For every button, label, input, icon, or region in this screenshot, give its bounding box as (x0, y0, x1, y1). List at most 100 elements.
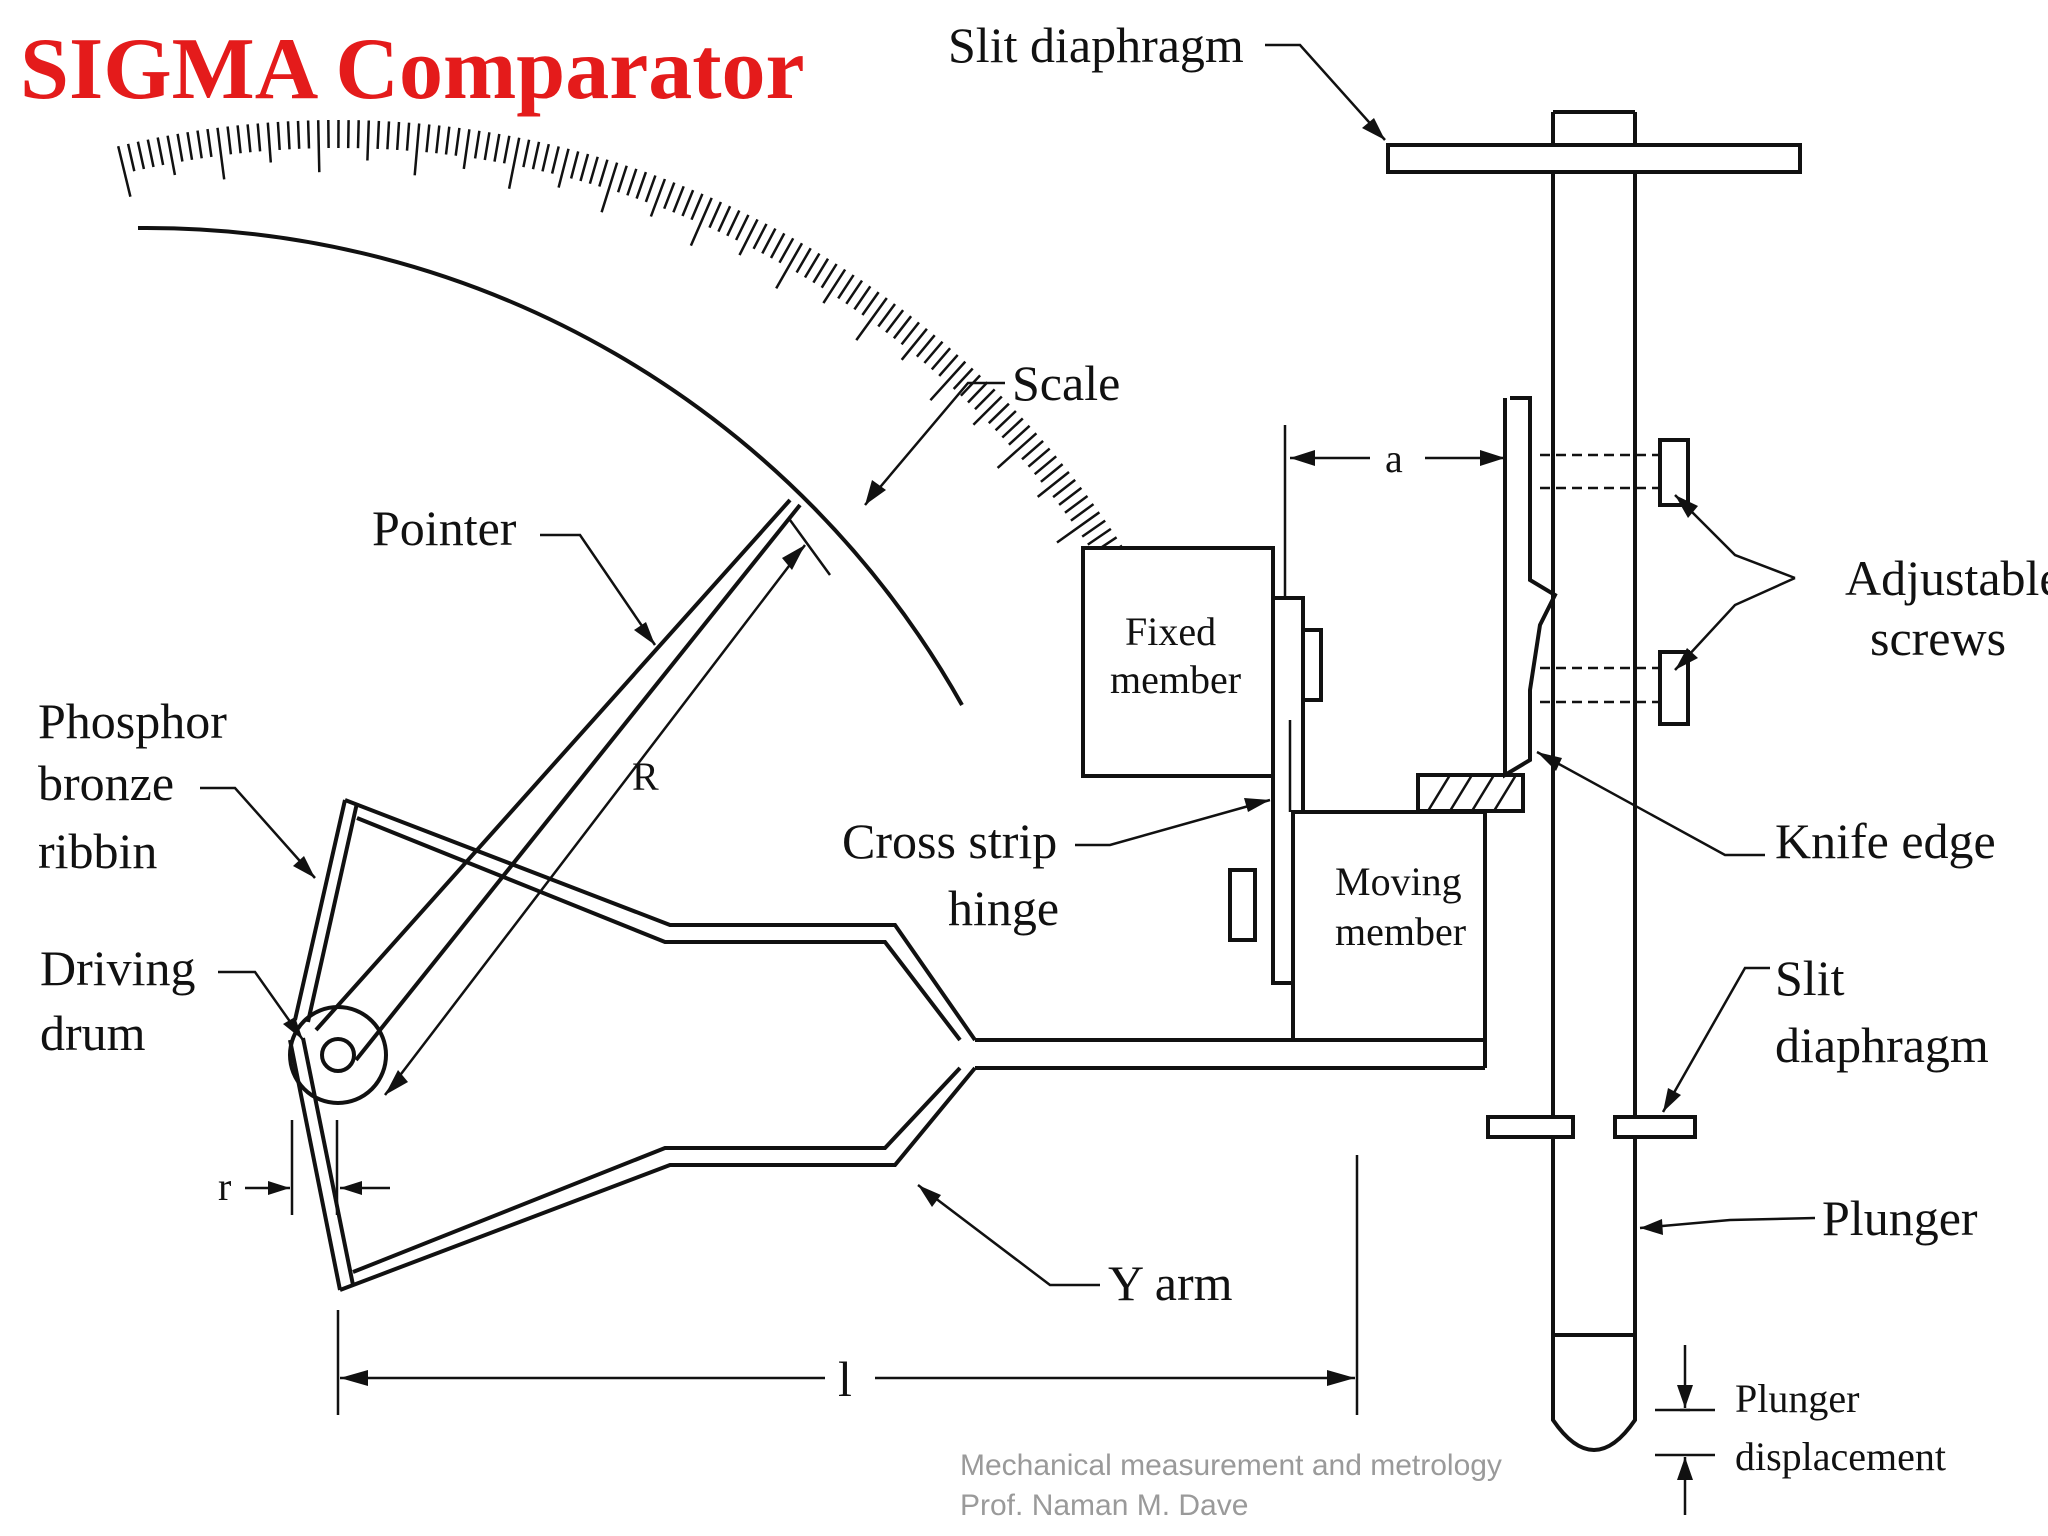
scale-tick (600, 162, 619, 213)
scale-tick (522, 139, 531, 168)
phosphor-bronze-ribbon-label-2: bronze (38, 755, 174, 811)
scale-tick (1052, 478, 1076, 499)
y-arm (339, 798, 1487, 1292)
scale-tick (502, 135, 511, 164)
scale-tick (689, 197, 713, 247)
scale-tick (861, 291, 880, 316)
scale-tick (1040, 463, 1064, 483)
scale-tick (462, 129, 471, 170)
scale-tick (987, 402, 1010, 425)
scale-tick (795, 247, 812, 274)
scale-tick (507, 137, 521, 189)
scale-tick (156, 137, 165, 166)
moving-member-label-2: member (1335, 909, 1466, 954)
scale-tick (1081, 519, 1106, 538)
scale-tick (959, 374, 982, 397)
dimension-r-label: r (218, 1164, 231, 1209)
scale-tick (395, 121, 401, 150)
dimension-l (336, 1155, 1359, 1415)
scale-tick (126, 143, 136, 172)
scale-tick (286, 121, 291, 150)
moving-member-label-1: Moving (1335, 859, 1462, 904)
slit-diaphragm-lower-label-2: diaphragm (1775, 1017, 1989, 1073)
scale-tick (405, 122, 411, 151)
scale-tick (1001, 417, 1024, 439)
scale-tick (473, 130, 481, 159)
scale-tick (738, 218, 759, 256)
scale-tick (454, 127, 461, 156)
scale-tick (644, 175, 657, 203)
dimension-r (245, 1120, 390, 1215)
scale-tick (598, 159, 609, 187)
scale-tick (226, 126, 233, 155)
scale-tick (136, 141, 146, 170)
scale-tick (176, 133, 184, 162)
phosphor-bronze-ribbon (288, 799, 359, 1291)
scale-tick (435, 125, 441, 154)
scale-tick (266, 122, 273, 163)
scale-tick (626, 168, 638, 196)
scale-tick (376, 120, 381, 149)
moving-member (1228, 773, 1525, 1042)
scale-tick (708, 201, 723, 229)
scale-tick (663, 182, 676, 210)
scale-tick (146, 139, 155, 168)
scale-tick (820, 263, 838, 289)
scale-tick (649, 178, 667, 217)
scale-tick (778, 237, 795, 264)
scale-tick (493, 133, 501, 162)
plunger-displacement-marker (1655, 1345, 1715, 1515)
scale-tick (541, 143, 551, 172)
scale-tick (769, 232, 786, 259)
dimension-a (1283, 425, 1505, 598)
scale-tick (812, 258, 830, 284)
scale-tick (425, 124, 431, 153)
scale-tick (296, 120, 301, 149)
scale-tick (1021, 439, 1044, 461)
leader-lines (200, 43, 1816, 1287)
driving-drum-label-1: Driving (40, 940, 196, 996)
scale-tick (855, 297, 888, 341)
fixed-member-label-1: Fixed (1125, 609, 1216, 654)
fixed-member-label-2: member (1110, 657, 1241, 702)
scale-tick (681, 189, 695, 217)
scale-tick (483, 132, 491, 161)
scale-tick (967, 381, 989, 404)
scale-tick (236, 125, 242, 154)
scale-tick (166, 135, 177, 176)
scale-tick (316, 120, 321, 173)
scale-tick (256, 123, 262, 152)
scale-tick (1033, 455, 1057, 476)
plunger-displacement-label-2: displacement (1735, 1434, 1946, 1479)
scale-tick (616, 165, 628, 193)
scale-tick (246, 124, 252, 153)
scale-tick (996, 432, 1038, 469)
scale-tick (444, 126, 451, 155)
scale-tick (803, 252, 821, 279)
scale-tick (929, 360, 967, 402)
scale-tick (1056, 511, 1101, 544)
scale-tick (579, 153, 590, 182)
scale-tick (306, 120, 311, 149)
scale-tick (356, 120, 360, 149)
plunger-displacement-label-1: Plunger (1735, 1376, 1859, 1421)
scale-tick (877, 303, 897, 328)
scale-tick (952, 367, 974, 390)
scale-tick (672, 185, 685, 213)
scale-label: Scale (1012, 355, 1120, 411)
scale-tick (557, 148, 570, 188)
scale-tick (1008, 424, 1031, 446)
scale-tick (900, 328, 928, 361)
scale-tick (892, 315, 913, 340)
scale-tick (994, 410, 1017, 432)
adjustable-screws-label-2: screws (1870, 610, 2006, 666)
scale-tick (276, 121, 281, 150)
scale-tick (761, 228, 777, 254)
radius-R-dimension (384, 519, 832, 1096)
scale-tick (569, 151, 580, 179)
scale-tick (1070, 503, 1095, 522)
scale-tick (845, 279, 864, 305)
scale-tick (206, 128, 213, 158)
scale-tick (531, 141, 541, 170)
